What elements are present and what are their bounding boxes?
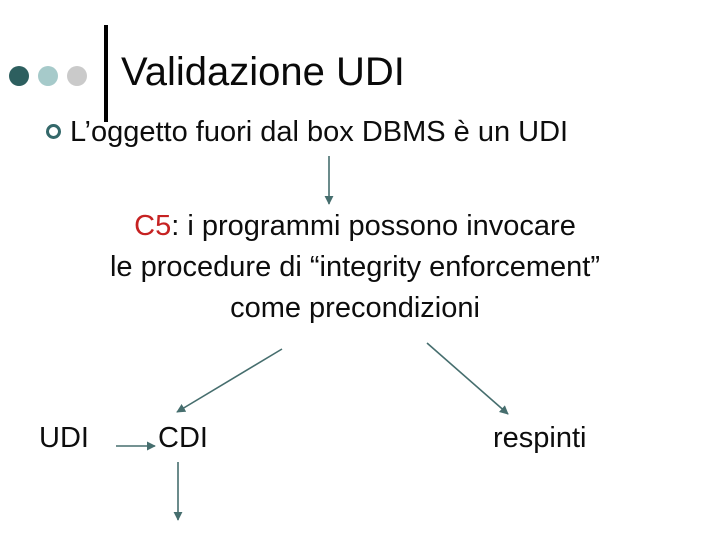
decorative-dot-teal-icon (38, 66, 58, 86)
node-udi: UDI (39, 422, 89, 454)
statement-line-3: come precondizioni (230, 292, 480, 324)
statement-line-2: le procedure di “integrity enforcement” (109, 251, 600, 283)
c5-highlight-label: C5 (134, 210, 172, 242)
down-left-arrow-icon (176, 348, 283, 413)
decorative-dot-dark-icon (9, 66, 29, 86)
decorative-dot-gray-icon (67, 66, 87, 86)
node-respinti: respinti (493, 422, 587, 454)
circle-outline-bullet-icon (46, 124, 61, 139)
slide-title: Validazione UDI (121, 50, 405, 94)
down-right-arrow-icon (426, 342, 509, 415)
title-divider-line (104, 25, 108, 122)
statement-line-1-rest: : i programmi possono invocare (171, 210, 576, 242)
node-cdi: CDI (158, 422, 208, 454)
bullet-text: L’oggetto fuori dal box DBMS è un UDI (70, 116, 569, 148)
statement-line-1: C5: i programmi possono invocare (45, 206, 665, 247)
statement-block: C5: i programmi possono invocare le proc… (45, 206, 665, 329)
